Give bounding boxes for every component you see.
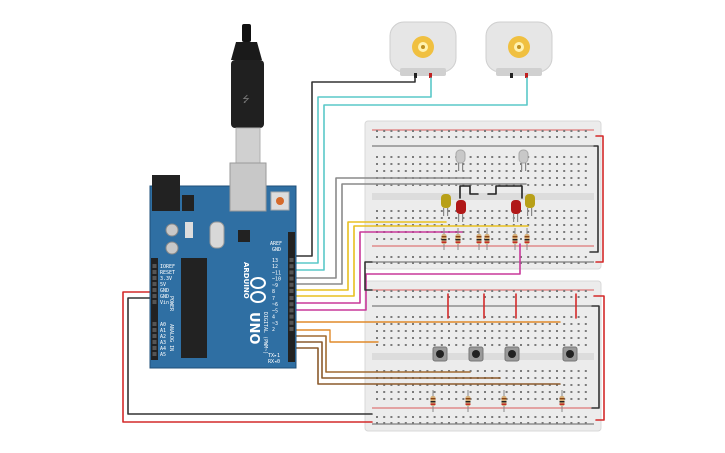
analog-pin-label: A3 (160, 340, 166, 346)
resistor-icon[interactable] (484, 228, 490, 250)
resistor-icon[interactable] (559, 390, 565, 412)
svg-text:⭍: ⭍ (242, 94, 250, 105)
led-icon[interactable] (441, 194, 451, 216)
digital-pin-label: ~6 (272, 302, 278, 308)
dc-motor-icon[interactable] (389, 21, 457, 78)
resistor-icon[interactable] (430, 390, 436, 412)
analog-pin-label: A1 (160, 328, 166, 334)
power-pin[interactable] (152, 270, 157, 274)
analog-pin[interactable] (152, 328, 157, 332)
analog-header-label: ANALOG IN (168, 324, 174, 351)
aref-label: AREF (270, 241, 282, 247)
digital-pin[interactable] (289, 296, 294, 300)
pushbutton-icon[interactable] (562, 346, 578, 362)
power-pin-label: 5V (160, 282, 166, 288)
arduino-logo-icon (250, 277, 266, 303)
resistor-icon[interactable] (465, 390, 471, 412)
digital-pin-label: ~11 (272, 270, 281, 276)
digital-pin[interactable] (289, 282, 294, 287)
analog-pin-label: A5 (160, 352, 166, 358)
breadboard-top-holes (376, 130, 587, 264)
power-pin-label: GND (160, 288, 169, 294)
power-pin-label: IOREF (160, 264, 175, 270)
usb-port-icon (229, 162, 267, 212)
led-icon[interactable] (525, 194, 535, 216)
digital-pin[interactable] (289, 264, 294, 269)
resistor-icon[interactable] (441, 228, 447, 250)
reset-button[interactable] (276, 197, 284, 205)
led-icon[interactable] (518, 149, 529, 171)
analog-pin[interactable] (152, 322, 157, 326)
power-pin-label: Vin (160, 300, 169, 306)
led-icon[interactable] (456, 200, 466, 222)
atmega-chip (181, 258, 207, 358)
resistor-icon[interactable] (501, 390, 507, 412)
analog-pin[interactable] (152, 352, 157, 356)
digital-pin[interactable] (289, 320, 294, 325)
power-pin-label: 3.3V (160, 276, 172, 282)
digital-pin[interactable] (289, 308, 294, 313)
led-icon[interactable] (455, 149, 466, 171)
digital-pin-label: 12 (272, 264, 278, 270)
wires (122, 77, 605, 423)
led-icon[interactable] (511, 200, 521, 222)
digital-pin[interactable] (289, 276, 294, 281)
analog-pin[interactable] (152, 346, 157, 350)
power-jack-icon (152, 175, 180, 211)
pushbutton-icon[interactable] (504, 346, 520, 362)
breadboard-top[interactable] (364, 120, 602, 270)
dc-motor-icon[interactable] (485, 21, 553, 78)
digital-pin[interactable] (289, 289, 294, 293)
pushbutton-icon[interactable] (468, 346, 484, 362)
digital-pin-label: ~5 (272, 308, 278, 314)
digital-pin-label: 2 (272, 327, 275, 333)
digital-pin-label: 4 (272, 315, 275, 321)
resistor-icon[interactable] (524, 228, 530, 250)
digital-pin[interactable] (289, 302, 294, 307)
power-pin[interactable] (152, 288, 157, 292)
power-pin[interactable] (152, 282, 157, 286)
breadboard-bottom-holes (376, 290, 587, 424)
resistor-group (430, 228, 565, 412)
rx-label: RX◂0 (268, 359, 280, 365)
pushbutton-icon[interactable] (432, 346, 448, 362)
power-pin[interactable] (152, 294, 157, 298)
analog-pin-label: A2 (160, 334, 166, 340)
analog-pin-label: A4 (160, 346, 166, 352)
digital-pin-label: ~9 (272, 283, 278, 289)
arduino-uno-board[interactable]: ARDUINO UNO POWER ANALOG IN DIGITAL (PWM… (149, 162, 297, 369)
resistor-icon[interactable] (455, 228, 461, 250)
analog-pin[interactable] (152, 334, 157, 338)
power-pin-label: RESET (160, 270, 175, 276)
power-header-label: POWER (168, 296, 174, 312)
power-pin[interactable] (152, 300, 157, 304)
digital-pin[interactable] (289, 258, 294, 262)
analog-pin[interactable] (152, 340, 157, 344)
digital-pin[interactable] (289, 327, 294, 331)
digital-header-label: DIGITAL (PWM~) (262, 312, 268, 354)
model-label: UNO (246, 312, 261, 345)
tx-label: TX▸1 (268, 353, 280, 359)
usb-cable-icon[interactable]: ⭍ (231, 24, 264, 165)
digital-pin-label: ~10 (272, 277, 281, 283)
analog-pin-label: A0 (160, 322, 166, 328)
digital-pin-label: 8 (272, 289, 275, 295)
digital-pin-label: 7 (272, 296, 275, 302)
digital-pin[interactable] (289, 314, 294, 319)
brand-label: ARDUINO (242, 262, 250, 299)
power-pin[interactable] (152, 276, 157, 280)
digital-pin-label: ~3 (272, 321, 278, 327)
power-pin[interactable] (152, 264, 157, 268)
gnd-label: GND (272, 247, 281, 253)
resistor-icon[interactable] (512, 228, 518, 250)
resistor-icon[interactable] (476, 228, 482, 250)
power-pin-label: GND (160, 294, 169, 300)
digital-pin[interactable] (289, 270, 294, 275)
digital-pin-label: 13 (272, 258, 278, 264)
